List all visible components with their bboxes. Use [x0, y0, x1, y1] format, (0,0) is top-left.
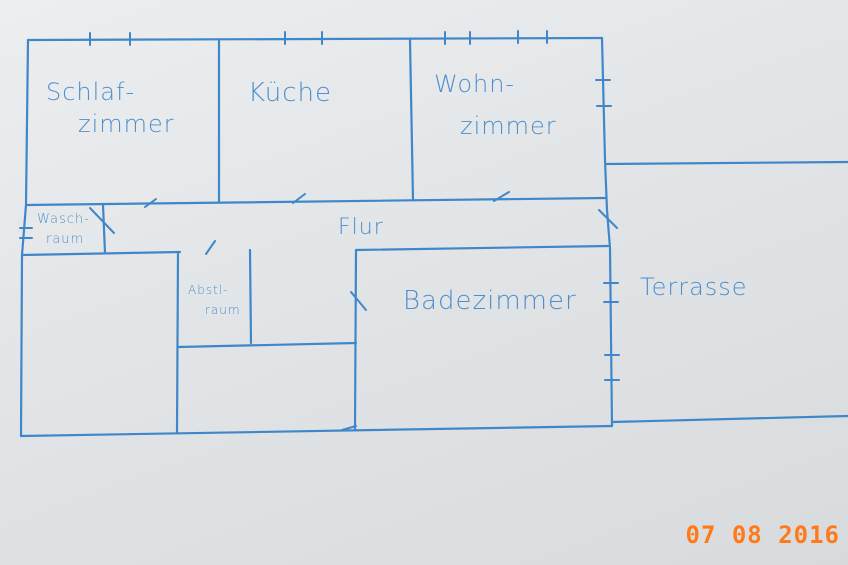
date-stamp: 07 08 2016	[685, 521, 840, 549]
door-mark	[144, 198, 157, 208]
outer-wall-bottom	[19, 424, 614, 438]
room-labels: Schlaf- zimmer Küche Wohn- zimmer Wasch-…	[37, 70, 748, 317]
wall-abstell-right	[248, 248, 253, 345]
label-flur: Flur	[338, 215, 384, 240]
wall-rooms-flur	[24, 196, 607, 207]
label-wohnzimmer-line2: zimmer	[460, 112, 557, 140]
label-abstellraum-line2: raum	[205, 303, 241, 317]
door-mark	[598, 209, 618, 229]
terrace-top	[604, 160, 848, 166]
door-mark	[350, 291, 367, 311]
wall-abstell-bottom	[176, 341, 358, 349]
wall-waschraum-right	[101, 203, 107, 255]
interior-walls	[20, 38, 610, 435]
door-mark	[493, 191, 510, 202]
wall-kueche-wohn	[408, 38, 415, 202]
terrace-bottom	[610, 414, 848, 424]
label-terrasse: Terrasse	[640, 273, 748, 301]
wall-waschraum-bottom	[20, 250, 182, 257]
label-waschraum-line2: raum	[46, 232, 84, 247]
door-mark	[89, 207, 115, 234]
outer-walls	[19, 36, 614, 438]
outer-wall-right	[600, 36, 614, 428]
label-waschraum-line1: Wasch-	[37, 212, 90, 227]
door-mark	[341, 425, 357, 431]
window-marks	[19, 30, 620, 381]
label-abstellraum-line1: Abstl-	[188, 283, 228, 297]
outer-wall-left	[19, 38, 30, 438]
door-marks	[89, 191, 618, 431]
wall-bad-left	[353, 248, 358, 432]
wall-bad-top	[354, 244, 610, 252]
outer-wall-top	[26, 36, 604, 42]
wall-abstell-left	[175, 250, 180, 435]
door-mark	[292, 193, 306, 204]
label-schlafzimmer-line2: zimmer	[78, 110, 175, 138]
label-schlafzimmer-line1: Schlaf-	[46, 78, 135, 106]
label-kueche: Küche	[248, 78, 332, 108]
door-mark	[205, 240, 216, 255]
label-badezimmer: Badezimmer	[403, 286, 577, 316]
terrace-outline	[604, 160, 848, 424]
label-wohnzimmer-line1: Wohn-	[434, 70, 515, 98]
